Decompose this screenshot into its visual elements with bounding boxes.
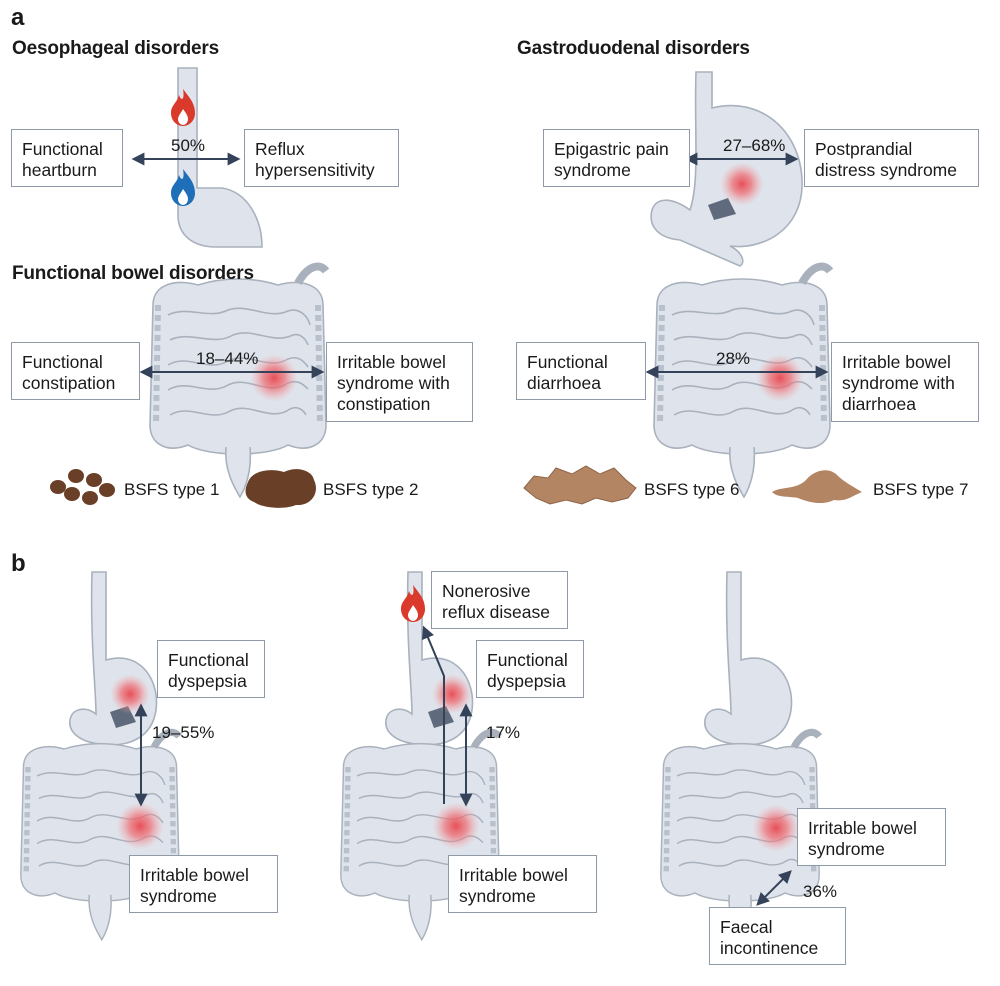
stool-type1-icon (50, 469, 115, 505)
intestine-diarrhoea-illustration (654, 267, 830, 497)
functional-heartburn-box: Functional heartburn (11, 129, 123, 187)
panel-label-a: a (11, 4, 25, 31)
b3-overlap-percent: 36% (803, 882, 838, 901)
bsfs-type2-label: BSFS type 2 (323, 480, 419, 499)
intestine-constipation-illustration (150, 267, 326, 497)
diarrhoea-overlap-percent: 28% (716, 349, 751, 368)
constipation-overlap-percent: 18–44% (196, 349, 259, 368)
gastroduodenal-heading: Gastroduodenal disorders (517, 38, 750, 59)
bsfs-type7-label: BSFS type 7 (873, 480, 969, 499)
functional-constipation-box: Functional constipation (11, 342, 140, 400)
b3-digestive-illustration (661, 571, 819, 940)
panel-label-b: b (11, 550, 26, 577)
stool-type2-icon (245, 469, 316, 508)
gastroduodenal-overlap-percent: 27–68% (723, 136, 786, 155)
bsfs-type6-label: BSFS type 6 (644, 480, 740, 499)
reflux-hypersensitivity-box: Reflux hypersensitivity (244, 129, 399, 187)
b2-functional-dyspepsia-box: Functional dyspepsia (476, 640, 584, 698)
ibs-diarrhoea-box: Irritable bowel syndrome with diarrhoea (831, 342, 979, 422)
postprandial-distress-box: Postprandial distress syndrome (804, 129, 979, 187)
b1-overlap-percent: 19–55% (152, 723, 215, 742)
stomach-illustration (650, 71, 803, 267)
stool-type6-icon (523, 465, 637, 505)
b3-ibs-box: Irritable bowel syndrome (797, 808, 946, 866)
b2-nerd-box: Nonerosive reflux disease (431, 571, 568, 629)
b2-nerd-arrow (422, 625, 445, 804)
ibs-constipation-box: Irritable bowel syndrome with constipati… (326, 342, 473, 422)
b1-ibs-box: Irritable bowel syndrome (129, 855, 278, 913)
oesophageal-heading: Oesophageal disorders (12, 38, 219, 59)
oesophagus-illustration (177, 67, 263, 248)
b3-overlap-arrow (756, 870, 792, 906)
bsfs-type1-label: BSFS type 1 (124, 480, 220, 499)
epigastric-pain-box: Epigastric pain syndrome (543, 129, 690, 187)
b2-overlap-percent: 17% (486, 723, 521, 742)
b1-functional-dyspepsia-box: Functional dyspepsia (157, 640, 265, 698)
stool-type7-icon (772, 470, 862, 504)
b2-ibs-box: Irritable bowel syndrome (448, 855, 597, 913)
functional-diarrhoea-box: Functional diarrhoea (516, 342, 646, 400)
bowel-heading: Functional bowel disorders (12, 263, 254, 284)
b3-faecal-incontinence-box: Faecal incontinence (709, 907, 846, 965)
oesophageal-overlap-percent: 50% (171, 136, 206, 155)
